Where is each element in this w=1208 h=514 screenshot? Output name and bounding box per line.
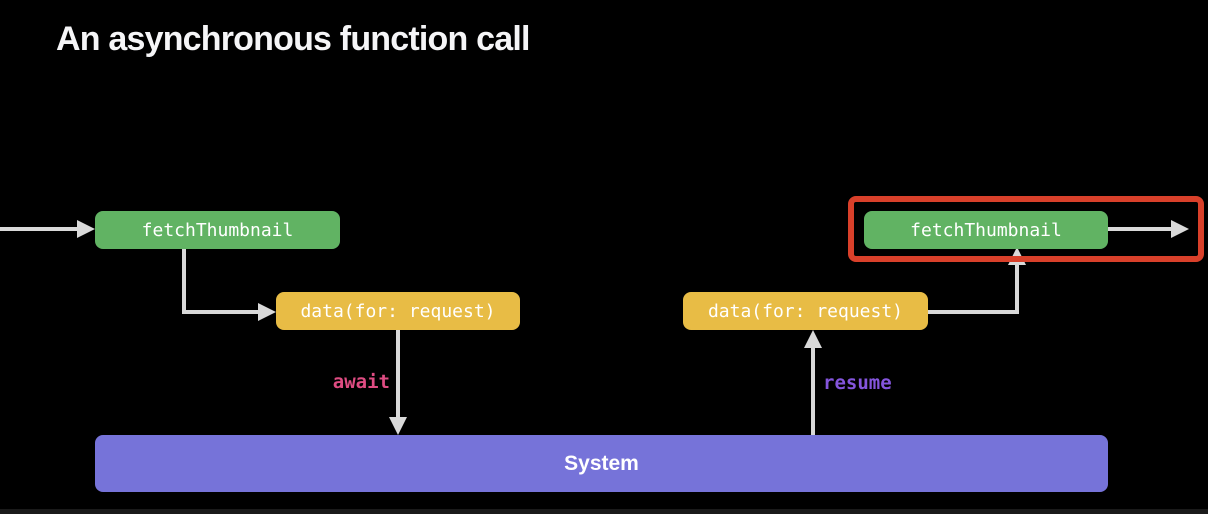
system-bar: System xyxy=(95,435,1108,492)
await-arrow-line xyxy=(396,330,400,418)
bottom-strip xyxy=(0,509,1208,514)
entry-arrow-line xyxy=(0,227,79,231)
page-title: An asynchronous function call xyxy=(56,20,530,58)
system-bar-label: System xyxy=(564,451,639,475)
exit-arrow-line xyxy=(1108,227,1173,231)
entry-arrow-head-icon xyxy=(77,220,95,238)
call-elbow-horizontal-line xyxy=(182,310,260,314)
await-label: await xyxy=(332,371,390,393)
resume-arrow-line xyxy=(811,347,815,435)
call-elbow-arrow-head-icon xyxy=(258,303,276,321)
node-data-for-request-right: data(for: request) xyxy=(683,292,928,330)
node-fetchthumbnail-right: fetchThumbnail xyxy=(864,211,1108,249)
node-data-for-request-left: data(for: request) xyxy=(276,292,520,330)
call-elbow-vertical-line xyxy=(182,248,186,313)
await-arrow-head-icon xyxy=(389,417,407,435)
resume-label: resume xyxy=(823,372,892,394)
return-elbow-vertical-line xyxy=(1015,263,1019,314)
return-elbow-horizontal-line xyxy=(928,310,1019,314)
exit-arrow-head-icon xyxy=(1171,220,1189,238)
resume-arrow-head-icon xyxy=(804,330,822,348)
node-fetchthumbnail-left: fetchThumbnail xyxy=(95,211,340,249)
highlight-box xyxy=(848,196,1204,262)
